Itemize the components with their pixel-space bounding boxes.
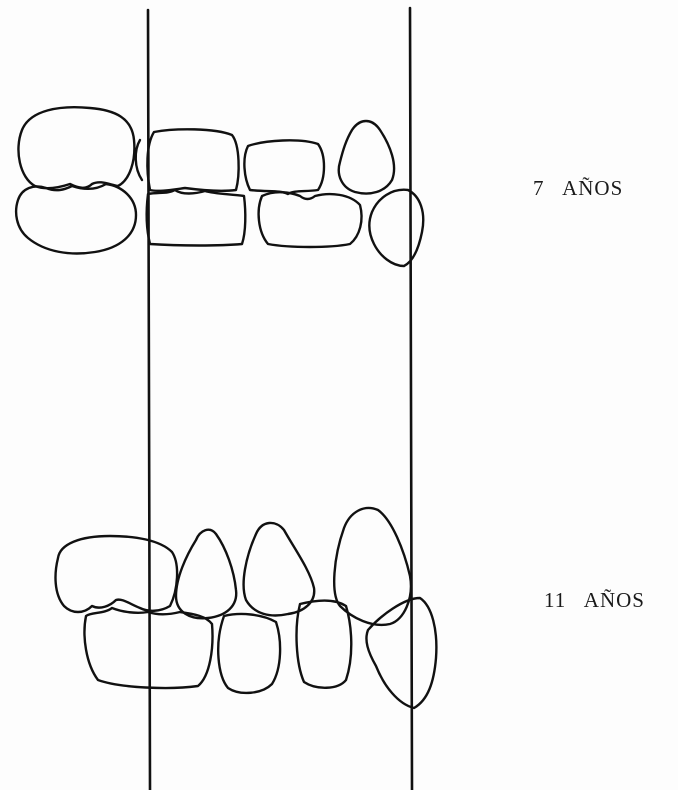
upper-molar-left <box>18 107 134 188</box>
lower-molar-left <box>16 184 136 253</box>
arch-7-years <box>16 107 423 266</box>
upper-molar-11 <box>56 536 178 612</box>
upper-premolar-11 <box>176 530 236 619</box>
lower-molar-center <box>147 190 246 246</box>
age-label-11: 11 AÑOS <box>544 588 645 613</box>
lower-premolar <box>259 192 362 247</box>
left-reference-line <box>148 10 150 790</box>
upper-molar-overlap <box>136 140 142 180</box>
right-reference-line <box>410 8 412 790</box>
lower-erupting-tooth <box>369 190 423 266</box>
arch-11-years <box>56 508 437 708</box>
upper-erupting-tooth <box>339 121 394 194</box>
lower-premolar-11 <box>218 614 280 693</box>
age-label-7: 7 AÑOS <box>533 176 623 201</box>
upper-molar-center <box>147 129 238 191</box>
upper-premolar <box>244 140 324 194</box>
upper-canine-11 <box>244 523 315 616</box>
lower-canine-11 <box>297 601 352 688</box>
